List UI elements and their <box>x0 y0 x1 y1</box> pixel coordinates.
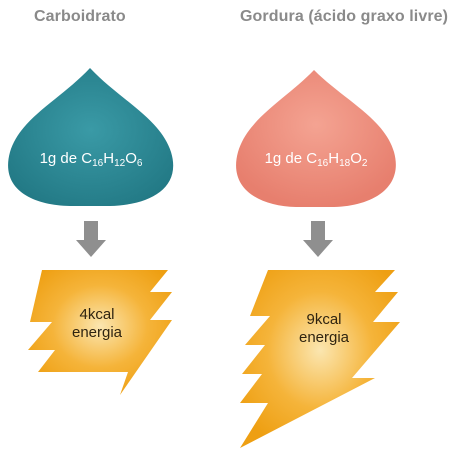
left-arrow-down-icon <box>76 221 106 257</box>
carbohydrate-formula: 1g de C16H12O6 <box>39 150 143 169</box>
carbohydrate-energy-unit: energia <box>71 324 123 341</box>
carbohydrate-energy-label: 4kcal energia <box>72 306 122 342</box>
right-lightning-icon <box>240 270 400 448</box>
fat-title: Gordura (ácido graxo livre) <box>240 8 449 25</box>
right-arrow-down-icon <box>303 221 333 257</box>
left-lightning-icon <box>28 270 172 395</box>
fat-drop-icon <box>236 70 396 207</box>
carbohydrate-title: Carboidrato <box>34 8 126 25</box>
carbohydrate-drop-icon <box>8 68 174 206</box>
carbohydrate-kcal: 4kcal <box>79 306 115 323</box>
fat-formula: 1g de C16H18O2 <box>264 150 368 169</box>
fat-energy-label: 9kcal energia <box>299 311 349 347</box>
fat-kcal: 9kcal <box>306 311 342 328</box>
fat-energy-unit: energia <box>298 329 350 346</box>
